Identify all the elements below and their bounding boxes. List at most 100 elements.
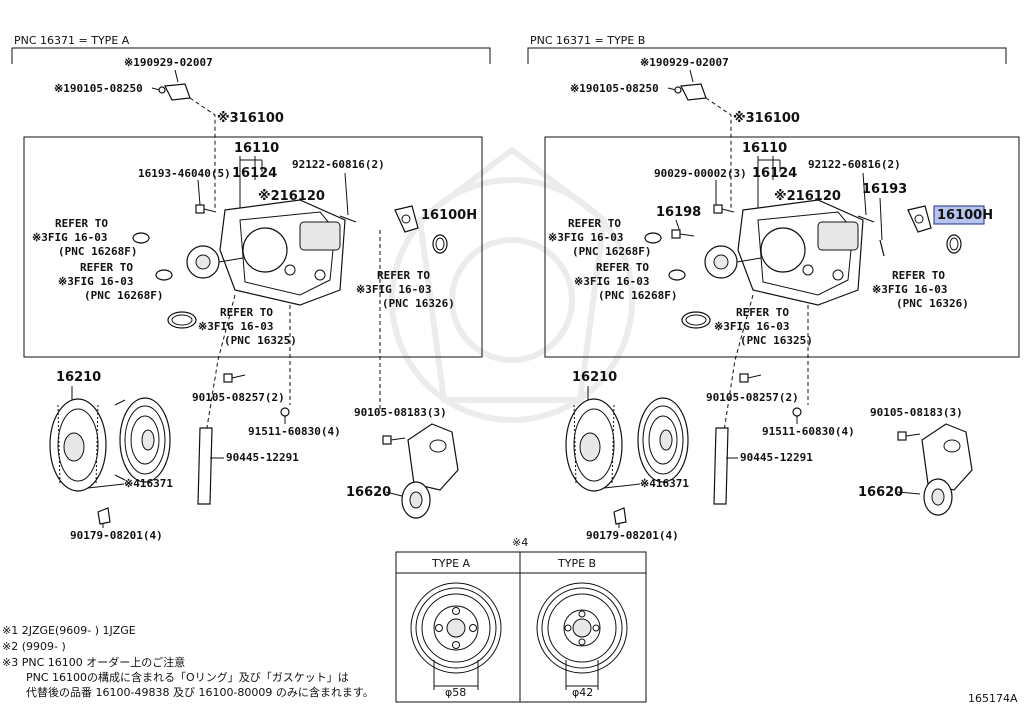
refer-label[interactable]: (PNC 16325) [740,334,813,347]
water-pump-icon [704,199,864,306]
part-label-16110[interactable]: 16110 [742,141,787,156]
refer-label[interactable]: REFER TO [596,261,649,274]
footnote-1: ※1 2JZGE(9609- ) 1JZGE [2,624,136,637]
assembly-box [23,136,483,358]
refer-label[interactable]: ※3FIG 16-03 [198,320,273,333]
part-label-90105b[interactable]: 90105-08183(3) [870,406,963,419]
part-label-16100h[interactable]: 16100H [937,208,993,223]
footnote-3-line-3: 代替後の品番 16100-49838 及び 16100-80009 のみに含まれ… [26,685,374,699]
hose-icon [713,427,729,505]
refer-label[interactable]: (PNC 16325) [224,334,297,347]
part-label-assy[interactable]: ※316100 [733,111,800,126]
pulley-type-b-icon [536,582,628,690]
panel-bracket [527,47,1007,64]
part-label-16120[interactable]: ※216120 [258,189,325,204]
hose-icon [197,427,213,505]
part-label-92122[interactable]: 92122-60816(2) [808,158,901,171]
refer-label[interactable]: REFER TO [80,261,133,274]
part-label-90105a[interactable]: 90105-08257(2) [706,391,799,404]
bracket-bolt-icon [158,83,191,101]
o-ring-icon [132,232,150,244]
nut-icon [613,507,627,525]
pulley-type-a-icon [410,582,502,690]
refer-label[interactable]: ※3FIG 16-03 [356,283,431,296]
footnotes: ※1 2JZGE(9609- ) 1JZGE ※2 (9909- ) ※3 PN… [2,624,374,699]
refer-label[interactable]: ※3FIG 16-03 [714,320,789,333]
bolt-icon [897,431,921,441]
part-label-bolt-top[interactable]: ※190929-02007 [124,56,213,69]
bolt-icon [195,204,217,214]
refer-label[interactable]: REFER TO [220,306,273,319]
part-label-bolt-top[interactable]: ※190929-02007 [640,56,729,69]
panel-type-b: PNC 16371 = TYPE B ※190929-02007 ※190105… [527,34,1020,542]
refer-label[interactable]: ※3FIG 16-03 [574,275,649,288]
footnote-3: ※3 PNC 16100 オーダー上のご注意 [2,655,185,669]
footnote-3-line-2: PNC 16100の構成に含まれる「Oリング」及び「ガスケット」は [26,670,349,684]
bracket-bolt-icon [674,83,707,101]
part-label-16371[interactable]: ※416371 [640,477,689,490]
part-label-90179[interactable]: 90179-08201(4) [70,529,163,542]
part-label-16193[interactable]: 16193 [862,182,907,197]
part-label-16100h[interactable]: 16100H [421,208,477,223]
refer-label[interactable]: REFER TO [377,269,430,282]
panel-title: PNC 16371 = TYPE A [14,34,130,47]
refer-label[interactable]: ※3FIG 16-03 [548,231,623,244]
nut-icon [97,507,111,525]
part-label-90445[interactable]: 90445-12291 [226,451,299,464]
table-marker: ※4 [512,536,528,549]
refer-label[interactable]: (PNC 16268F) [84,289,163,302]
figure-id: 165174A [968,692,1018,705]
refer-label[interactable]: (PNC 16268F) [598,289,677,302]
footnote-2: ※2 (9909- ) [2,640,66,653]
refer-label[interactable]: REFER TO [55,217,108,230]
part-label-91511[interactable]: 91511-60830(4) [248,425,341,438]
part-label-16210[interactable]: 16210 [56,370,101,385]
refer-label[interactable]: REFER TO [736,306,789,319]
part-label-90105b[interactable]: 90105-08183(3) [354,406,447,419]
part-label-assy[interactable]: ※316100 [217,111,284,126]
bolt-icon [382,435,406,445]
tensioner-icon [921,423,973,516]
part-label-16371[interactable]: ※416371 [124,477,173,490]
part-label-91511[interactable]: 91511-60830(4) [762,425,855,438]
part-label-92122[interactable]: 92122-60816(2) [292,158,385,171]
part-label-16110[interactable]: 16110 [234,141,279,156]
refer-label[interactable]: (PNC 16326) [896,297,969,310]
part-label-16620[interactable]: 16620 [346,485,391,500]
panel-title: PNC 16371 = TYPE B [530,34,645,47]
refer-label[interactable]: (PNC 16268F) [58,245,137,258]
part-label-90179[interactable]: 90179-08201(4) [586,529,679,542]
part-label-90029[interactable]: 90029-00002(3) [654,167,747,180]
part-label-bolt-left[interactable]: ※190105-08250 [570,82,659,95]
refer-label[interactable]: ※3FIG 16-03 [58,275,133,288]
refer-label[interactable]: (PNC 16268F) [572,245,651,258]
part-label-16120[interactable]: ※216120 [774,189,841,204]
part-label-16198[interactable]: 16198 [656,205,701,220]
fan-coupling-icon [565,398,623,492]
part-label-16124[interactable]: 16124 [752,166,797,181]
refer-label[interactable]: ※3FIG 16-03 [32,231,107,244]
part-label-16193[interactable]: 16193-46040(5) [138,167,231,180]
gasket-icon [394,205,419,233]
bolt-icon [739,373,762,383]
part-label-16620[interactable]: 16620 [858,485,903,500]
refer-label[interactable]: (PNC 16326) [382,297,455,310]
refer-label[interactable]: REFER TO [892,269,945,282]
panel-type-a: PNC 16371 = TYPE A ※190929-02007 ※190105… [11,34,491,542]
part-label-bolt-left[interactable]: ※190105-08250 [54,82,143,95]
bolt-icon [223,373,246,383]
o-ring-icon [946,234,962,254]
tensioner-icon [401,423,459,519]
type-b-header: TYPE B [557,557,596,570]
o-ring-icon [432,234,448,254]
o-ring-icon [668,269,686,281]
refer-label[interactable]: REFER TO [568,217,621,230]
stud-icon [857,215,885,257]
fan-coupling-icon [49,398,107,492]
refer-label[interactable]: ※3FIG 16-03 [872,283,947,296]
part-label-90105a[interactable]: 90105-08257(2) [192,391,285,404]
part-label-90445[interactable]: 90445-12291 [740,451,813,464]
o-ring-icon [644,232,662,244]
dim-type-b: φ42 [572,686,593,699]
part-label-16210[interactable]: 16210 [572,370,617,385]
